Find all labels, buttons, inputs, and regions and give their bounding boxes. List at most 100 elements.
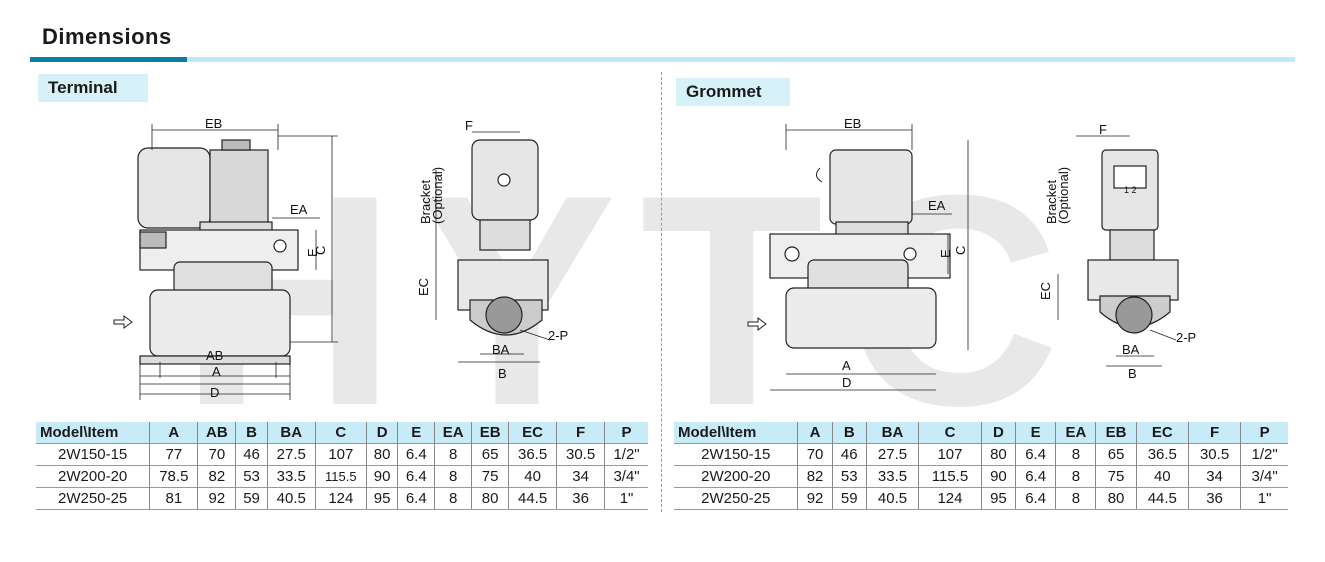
table-cell: 115.5 [918, 465, 982, 488]
column-header: D [980, 422, 1016, 444]
table-cell: 6.4 [397, 465, 435, 488]
table-cell: 30.5 [1187, 443, 1241, 466]
column-header: EA [434, 422, 472, 444]
table-cell: 36.5 [508, 443, 557, 466]
label-e: E [938, 249, 953, 258]
table-cell: 1/2" [1240, 443, 1288, 466]
table-cell: 3/4" [1240, 465, 1288, 488]
table-cell: 8 [434, 465, 472, 488]
table-cell: 40 [508, 465, 557, 488]
table-cell: 78.5 [149, 465, 198, 488]
column-header: Model\Item [36, 422, 150, 444]
table-cell: 2W200-20 [36, 465, 150, 488]
flow-arrow-icon [113, 315, 133, 329]
table-cell: 2W250-25 [674, 487, 798, 510]
table-cell: 8 [434, 487, 472, 510]
label-port: 2-P [548, 328, 568, 343]
column-header: Model\Item [674, 422, 798, 444]
table-cell: 27.5 [266, 443, 316, 466]
column-header: A [149, 422, 198, 444]
table-cell: 115.5 [314, 465, 367, 488]
table-row: 2W150-15 70 46 27.5 107 80 6.4 8 65 36.5… [674, 443, 1288, 466]
table-cell: 36 [1187, 487, 1241, 510]
column-header: F [1187, 422, 1241, 444]
label-eb: EB [844, 116, 861, 131]
table-cell: 36 [556, 487, 605, 510]
table-cell: 2W150-15 [674, 443, 798, 466]
column-header: B [235, 422, 268, 444]
column-header: EC [1135, 422, 1189, 444]
label-c: C [953, 246, 968, 255]
table-cell: 70 [197, 443, 236, 466]
label-bracket: Bracket [1044, 180, 1059, 224]
table-cell: 81 [149, 487, 198, 510]
column-header: E [397, 422, 435, 444]
table-cell: 6.4 [397, 487, 435, 510]
section-divider [661, 72, 662, 512]
table-cell: 1/2" [604, 443, 648, 466]
title-rule [187, 57, 1295, 62]
label-b: B [1128, 366, 1137, 381]
table-cell: 95 [365, 487, 398, 510]
table-cell: 80 [980, 443, 1016, 466]
table-cell: 6.4 [1015, 487, 1056, 510]
table-cell: 82 [197, 465, 236, 488]
table-cell: 95 [980, 487, 1016, 510]
table-cell: 1" [604, 487, 648, 510]
label-a: A [842, 358, 851, 373]
table-cell: 2W200-20 [674, 465, 798, 488]
table-cell: 3/4" [604, 465, 648, 488]
label-pins: 1 2 [1124, 185, 1137, 195]
column-header: BA [865, 422, 919, 444]
table-cell: 34 [1187, 465, 1241, 488]
table-cell: 90 [980, 465, 1016, 488]
table-cell: 27.5 [865, 443, 919, 466]
column-header: P [1240, 422, 1288, 444]
title-rule-accent [30, 57, 187, 62]
table-cell: 30.5 [556, 443, 605, 466]
table-cell: 33.5 [865, 465, 919, 488]
table-cell: 92 [797, 487, 833, 510]
label-ea: EA [290, 202, 308, 217]
column-header: C [918, 422, 982, 444]
table-cell: 40.5 [266, 487, 316, 510]
terminal-side-view: F Bracket (Optional) EC 2-P BA B [416, 118, 568, 381]
table-cell: 44.5 [508, 487, 557, 510]
table-cell: 80 [471, 487, 509, 510]
terminal-dimensions-table: Model\Item A AB B BA C D E EA EB EC F P … [36, 422, 648, 510]
table-row: 2W250-25 81 92 59 40.5 124 95 6.4 8 80 4… [36, 487, 648, 510]
label-ba: BA [1122, 342, 1140, 357]
table-header-row: Model\Item A B BA C D E EA EB EC F P [674, 422, 1288, 444]
table-cell: 82 [797, 465, 833, 488]
table-row: 2W150-15 77 70 46 27.5 107 80 6.4 8 65 3… [36, 443, 648, 466]
table-cell: 124 [314, 487, 367, 510]
grommet-dimensions-table: Model\Item A B BA C D E EA EB EC F P 2W1… [674, 422, 1288, 510]
table-cell: 107 [314, 443, 367, 466]
label-d: D [842, 375, 851, 390]
table-cell: 53 [235, 465, 268, 488]
label-ba: BA [492, 342, 510, 357]
terminal-front-view: EB EA E C AB A D [113, 116, 338, 400]
label-ab: AB [206, 348, 223, 363]
column-header: EB [471, 422, 509, 444]
table-cell: 107 [918, 443, 982, 466]
table-cell: 92 [197, 487, 236, 510]
column-header: P [604, 422, 648, 444]
label-eb: EB [205, 116, 222, 131]
table-cell: 8 [434, 443, 472, 466]
table-cell: 70 [797, 443, 833, 466]
table-row: 2W200-20 78.5 82 53 33.5 115.5 90 6.4 8 … [36, 465, 648, 488]
label-f: F [1099, 122, 1107, 137]
table-cell: 40 [1135, 465, 1189, 488]
label-port: 2-P [1176, 330, 1196, 345]
table-cell: 6.4 [397, 443, 435, 466]
column-header: E [1015, 422, 1056, 444]
column-header: F [556, 422, 605, 444]
table-cell: 53 [831, 465, 867, 488]
label-d: D [210, 385, 219, 400]
table-row: 2W250-25 92 59 40.5 124 95 6.4 8 80 44.5… [674, 487, 1288, 510]
column-header: EB [1095, 422, 1137, 444]
label-optional: (Optional) [1056, 167, 1071, 224]
column-header: BA [266, 422, 316, 444]
table-cell: 59 [831, 487, 867, 510]
